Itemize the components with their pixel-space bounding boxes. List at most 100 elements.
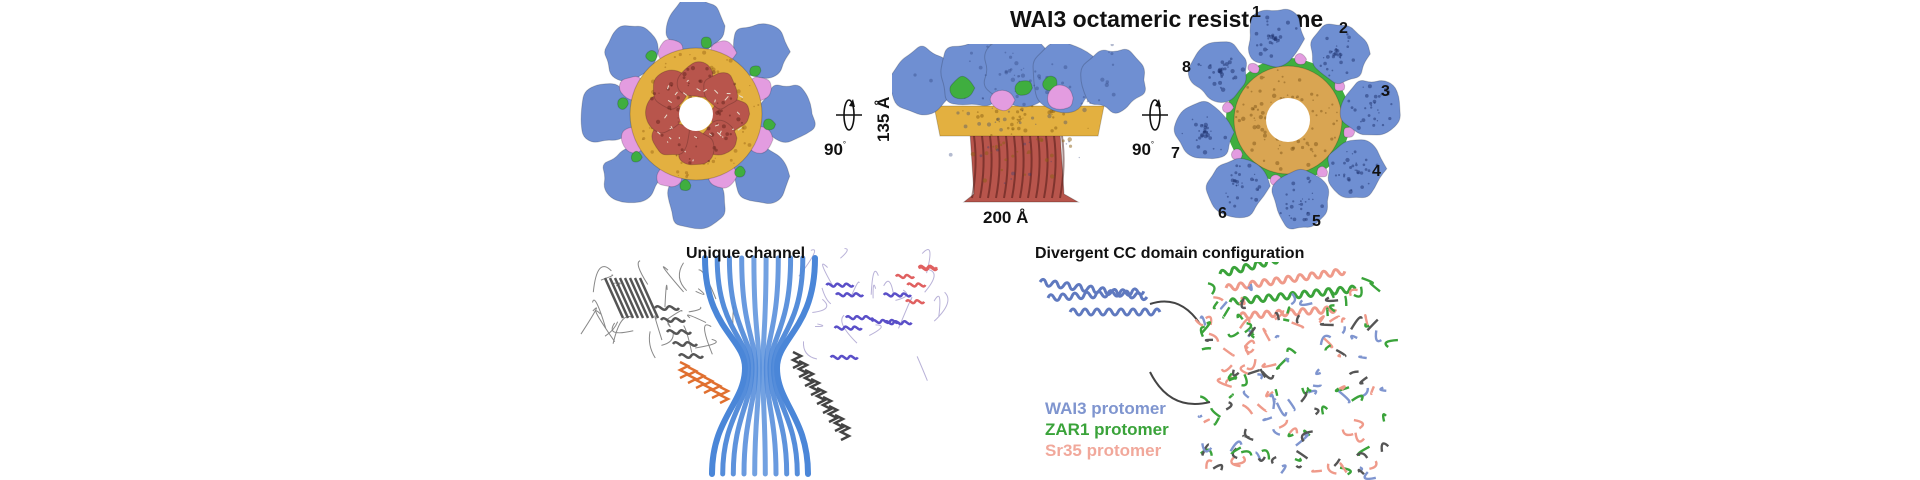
surface-texture: [994, 121, 997, 124]
protomer-ribbon: [1201, 443, 1213, 453]
surface-texture: [1384, 87, 1388, 91]
protomer-ribbon: [1271, 428, 1281, 436]
lrr-domain: [1205, 157, 1271, 219]
beta-strand: [618, 277, 640, 319]
surface-texture: [1061, 139, 1065, 143]
surface-texture: [1297, 78, 1302, 82]
surface-texture: [680, 161, 683, 165]
protomer-ribbon: [1324, 344, 1332, 351]
surface-texture: [1023, 142, 1027, 146]
channel-beta-hairpin: [763, 255, 781, 477]
surface-texture: [718, 113, 722, 116]
green-subdomain: [749, 65, 762, 77]
legend-item-zar1: ZAR1 protomer: [1045, 420, 1169, 439]
surface-texture: [1304, 200, 1307, 203]
surface-texture: [1310, 92, 1314, 96]
surface-texture: [1349, 166, 1353, 170]
surface-texture: [986, 122, 992, 127]
surface-texture: [650, 150, 654, 154]
surface-texture: [1207, 65, 1212, 70]
protomer-number: 5: [1312, 213, 1321, 230]
surface-texture: [1277, 80, 1280, 83]
surface-texture: [687, 84, 690, 87]
surface-texture: [1259, 43, 1263, 47]
surface-texture: [982, 97, 984, 100]
surface-texture: [986, 45, 989, 48]
surface-texture: [1334, 48, 1338, 52]
surface-texture: [720, 109, 723, 113]
surface-texture: [929, 78, 933, 83]
surface-texture: [998, 72, 1002, 76]
surface-texture: [1089, 102, 1092, 105]
surface-texture: [706, 126, 711, 131]
loop-ribbon: [841, 314, 858, 344]
surface-texture: [728, 58, 733, 63]
beta-strand: [613, 277, 635, 319]
surface-texture: [1269, 34, 1274, 39]
alpha-helix: [659, 317, 687, 323]
protomer-ribbon: [1265, 390, 1274, 398]
surface-texture: [1223, 135, 1228, 140]
surface-texture: [1345, 157, 1350, 163]
surface-texture: [1331, 161, 1335, 165]
loop-ribbon: [883, 280, 895, 295]
surface-texture: [753, 105, 755, 108]
surface-texture: [1210, 130, 1212, 132]
surface-texture: [962, 110, 964, 112]
surface-texture: [1233, 179, 1237, 183]
surface-texture: [1351, 153, 1354, 155]
surface-texture: [677, 121, 679, 123]
side-chain: [719, 130, 722, 135]
surface-texture: [1266, 23, 1269, 26]
surface-texture: [707, 162, 709, 165]
surface-texture: [1291, 146, 1296, 150]
surface-texture: [1285, 202, 1288, 206]
surface-texture: [1201, 124, 1204, 126]
surface-texture: [682, 76, 686, 80]
surface-texture: [1082, 95, 1085, 99]
surface-texture: [1325, 36, 1329, 41]
protomer-ribbon: [1379, 386, 1387, 392]
protomer-ribbon: [1243, 339, 1256, 348]
surface-texture: [1309, 179, 1312, 182]
surface-texture: [686, 67, 690, 71]
surface-texture: [1305, 141, 1309, 145]
protomer-ribbon: [1213, 296, 1224, 302]
surface-texture: [702, 50, 707, 55]
protomer-ribbon: [1295, 450, 1309, 460]
protomer-ribbon: [1210, 407, 1222, 419]
surface-texture: [1200, 134, 1204, 138]
alpha-helix: [709, 380, 723, 400]
surface-texture: [1320, 204, 1324, 209]
protomer-ribbon: [1366, 318, 1379, 332]
surface-texture: [956, 111, 960, 115]
surface-texture: [1237, 119, 1241, 123]
surface-texture: [1376, 120, 1379, 122]
protomer-ribbon: [1350, 315, 1363, 331]
loop-ribbon: [870, 270, 879, 295]
surface-texture: [1254, 31, 1259, 36]
protomer-ribbon: [1257, 456, 1266, 462]
surface-texture: [1010, 178, 1013, 180]
protomer-ribbon: [1274, 388, 1279, 396]
surface-texture: [1290, 146, 1295, 151]
surface-texture: [1087, 127, 1089, 129]
surface-texture: [673, 55, 676, 59]
surface-texture: [1004, 70, 1009, 75]
surface-texture: [1018, 121, 1022, 125]
alpha-helix: [832, 413, 846, 433]
alpha-helix: [905, 299, 926, 305]
surface-texture: [1235, 164, 1239, 168]
surface-texture: [1197, 63, 1201, 66]
protomer-ribbon: [1329, 304, 1336, 313]
surface-texture: [1367, 182, 1370, 185]
protomer-ribbon: [1274, 309, 1285, 321]
surface-texture: [1375, 163, 1379, 167]
surface-texture: [999, 143, 1003, 147]
surface-texture: [1339, 53, 1343, 57]
legend-item-sr35: Sr35 protomer: [1045, 441, 1162, 460]
linker-loop: [1149, 371, 1211, 405]
beta-strand: [623, 277, 645, 319]
beta-strand: [608, 277, 630, 319]
surface-texture: [1220, 148, 1222, 151]
